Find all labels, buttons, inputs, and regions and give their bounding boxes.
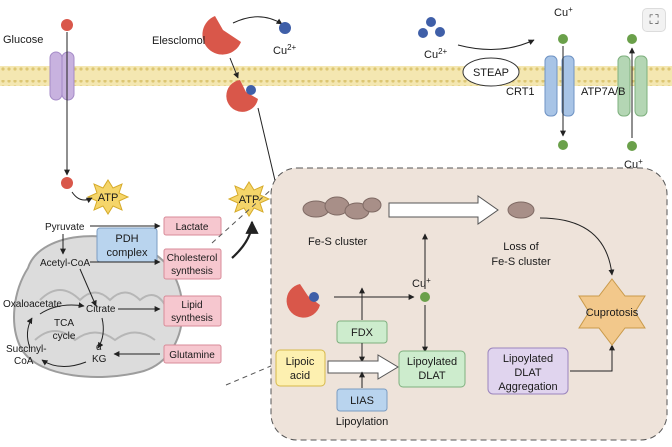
pyruvate-label: Pyruvate bbox=[45, 222, 85, 233]
glucose-intracellular bbox=[61, 177, 73, 189]
loss-label-line1: Loss of bbox=[503, 241, 539, 253]
glucose-molecule bbox=[61, 19, 73, 31]
svg-text:Lipoic: Lipoic bbox=[286, 356, 315, 368]
lost-fes-shape bbox=[507, 201, 535, 219]
tca-label-line1: TCA bbox=[54, 318, 74, 329]
atp7ab-transporter bbox=[617, 55, 648, 117]
svg-text:LIAS: LIAS bbox=[350, 395, 374, 407]
crt1-transporter bbox=[544, 55, 575, 117]
svg-text:Aggregation: Aggregation bbox=[498, 381, 557, 393]
cu2-label-right: Cu2+ bbox=[424, 47, 448, 61]
svg-text:Lactate: Lactate bbox=[176, 222, 209, 233]
svg-text:Cholesterol: Cholesterol bbox=[167, 253, 218, 264]
atp-label-2: ATP bbox=[239, 194, 260, 206]
cu-plus-ion-top bbox=[558, 34, 568, 44]
lipoylation-arrow bbox=[327, 354, 399, 380]
elesclomol-cu-complex bbox=[226, 80, 258, 112]
svg-text:DLAT: DLAT bbox=[418, 370, 446, 382]
crt1-label: CRT1 bbox=[506, 86, 535, 98]
glucose-transporter bbox=[49, 51, 75, 101]
svg-text:FDX: FDX bbox=[351, 327, 374, 339]
aggregation-box: Lipoylated DLAT Aggregation bbox=[487, 347, 569, 395]
cu-plus-ion-bottom bbox=[627, 141, 637, 151]
fdx-box: FDX bbox=[336, 320, 388, 344]
cu-plus-mid-label: Cu+ bbox=[412, 276, 431, 290]
citrate-label: Citrate bbox=[86, 304, 116, 315]
acetyl-coa-label: Acetyl-CoA bbox=[40, 258, 90, 269]
succinyl-label-line2: CoA bbox=[14, 356, 34, 367]
svg-text:Lipoylated: Lipoylated bbox=[407, 356, 457, 368]
succinyl-label-line1: Succinyl- bbox=[6, 344, 47, 355]
fes-cluster-label: Fe-S cluster bbox=[308, 236, 368, 248]
cu-plus-ion-in bbox=[558, 140, 568, 150]
cu2-ion-left bbox=[279, 22, 291, 34]
atp-star-2: ATP bbox=[227, 181, 271, 217]
mitochondrion bbox=[13, 235, 184, 378]
lipoic-acid-box: Lipoic acid bbox=[275, 349, 326, 387]
cu-plus-top-label: Cu+ bbox=[554, 5, 573, 19]
atp7ab-label: ATP7A/B bbox=[581, 86, 625, 98]
steap-label: STEAP bbox=[473, 67, 509, 79]
svg-text:synthesis: synthesis bbox=[171, 266, 213, 277]
elesclomol-cu-panel bbox=[286, 284, 320, 318]
cu-plus-ion-out bbox=[627, 34, 637, 44]
svg-text:Lipid: Lipid bbox=[181, 300, 202, 311]
akg-label-line1: α bbox=[96, 342, 102, 353]
svg-text:DLAT: DLAT bbox=[514, 367, 542, 379]
svg-text:acid: acid bbox=[290, 370, 310, 382]
steap-enzyme bbox=[462, 57, 520, 87]
svg-text:synthesis: synthesis bbox=[171, 313, 213, 324]
lipid-synthesis-box: Lipid synthesis bbox=[163, 295, 222, 327]
cu2-label-left: Cu2+ bbox=[273, 43, 297, 57]
svg-text:Cuprotosis: Cuprotosis bbox=[586, 307, 639, 319]
expand-icon[interactable]: ⛶ bbox=[642, 8, 666, 32]
lactate-box: Lactate bbox=[163, 216, 222, 236]
atp-star-1: ATP bbox=[86, 179, 130, 215]
akg-label-line2: KG bbox=[92, 354, 107, 365]
glutamine-box: Glutamine bbox=[163, 344, 222, 364]
elesclomol-label: Elesclomol bbox=[152, 35, 205, 47]
svg-text:Lipoylated: Lipoylated bbox=[503, 353, 553, 365]
cu2-cluster bbox=[418, 17, 445, 38]
atp-label-1: ATP bbox=[98, 192, 119, 204]
cu-plus-ion-mid bbox=[420, 292, 430, 302]
lipoylated-dlat-box: Lipoylated DLAT bbox=[398, 350, 466, 388]
oxaloacetate-label: Oxaloacetate bbox=[3, 299, 62, 310]
elesclomol-shape bbox=[202, 16, 241, 55]
glucose-label: Glucose bbox=[3, 34, 43, 46]
lipoylation-label: Lipoylation bbox=[336, 416, 389, 428]
svg-text:Glutamine: Glutamine bbox=[169, 350, 215, 361]
cuproptosis-star: Cuprotosis bbox=[578, 278, 646, 346]
fes-cluster-shape bbox=[302, 196, 382, 220]
pdh-label-line1: PDH bbox=[115, 233, 138, 245]
loss-label-line2: Fe-S cluster bbox=[491, 256, 551, 268]
cholesterol-synthesis-box: Cholesterol synthesis bbox=[163, 248, 222, 280]
loss-arrow bbox=[388, 195, 499, 225]
lias-box: LIAS bbox=[336, 388, 388, 412]
pdh-label-line2: complex bbox=[107, 247, 148, 259]
tca-label-line2: cycle bbox=[53, 331, 76, 342]
